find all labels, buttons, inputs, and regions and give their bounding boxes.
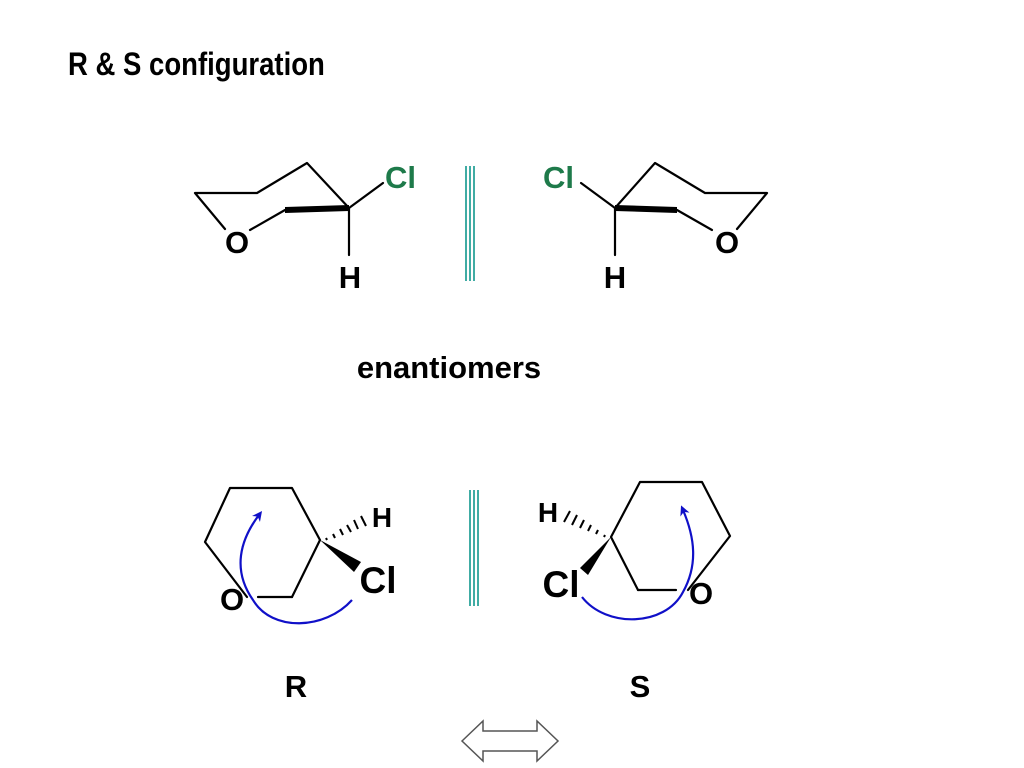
bottom-right-hydrogen: H (538, 497, 558, 528)
top-left-wedge-bond (285, 205, 349, 213)
top-left-molecule: O H Cl (193, 160, 416, 295)
bottom-mirror-plane (469, 490, 479, 606)
top-right-chlorine: Cl (543, 160, 574, 195)
enantiomers-label: enantiomers (357, 350, 541, 385)
bottom-left-rotation-arrow (239, 511, 353, 625)
top-left-chlorine: Cl (385, 160, 416, 195)
bottom-left-molecule: H Cl O (203, 486, 397, 625)
bottom-right-chlorine: Cl (543, 564, 580, 605)
bottom-left-ring-bonds (203, 486, 322, 599)
configuration-label-s: S (630, 669, 651, 704)
bottom-right-oxygen: O (689, 576, 713, 611)
configuration-label-r: R (285, 669, 307, 704)
double-headed-arrow-icon (460, 719, 560, 763)
bottom-left-wedge-to-cl (320, 540, 361, 572)
bottom-right-wedge-to-cl (580, 537, 611, 575)
bottom-left-chlorine: Cl (360, 560, 397, 601)
bottom-left-oxygen: O (220, 582, 244, 617)
bottom-left-hash-to-h (325, 515, 367, 541)
top-right-ring-bonds (579, 161, 769, 257)
top-right-wedge-bond (615, 205, 677, 213)
top-left-ring-bonds (193, 161, 385, 257)
top-left-oxygen: O (225, 225, 249, 260)
slide-title: R & S configuration (68, 46, 325, 82)
top-mirror-plane (465, 166, 475, 281)
top-right-oxygen: O (715, 225, 739, 260)
bottom-left-hydrogen: H (372, 502, 392, 533)
bottom-right-hash-to-h (563, 510, 606, 538)
top-right-hydrogen: H (604, 260, 626, 295)
top-left-hydrogen: H (339, 260, 361, 295)
bottom-right-ring-bonds (609, 480, 732, 592)
bottom-right-rotation-arrow (581, 505, 695, 621)
bottom-right-molecule: H Cl O (538, 480, 732, 621)
top-right-molecule: O H Cl (543, 160, 769, 295)
